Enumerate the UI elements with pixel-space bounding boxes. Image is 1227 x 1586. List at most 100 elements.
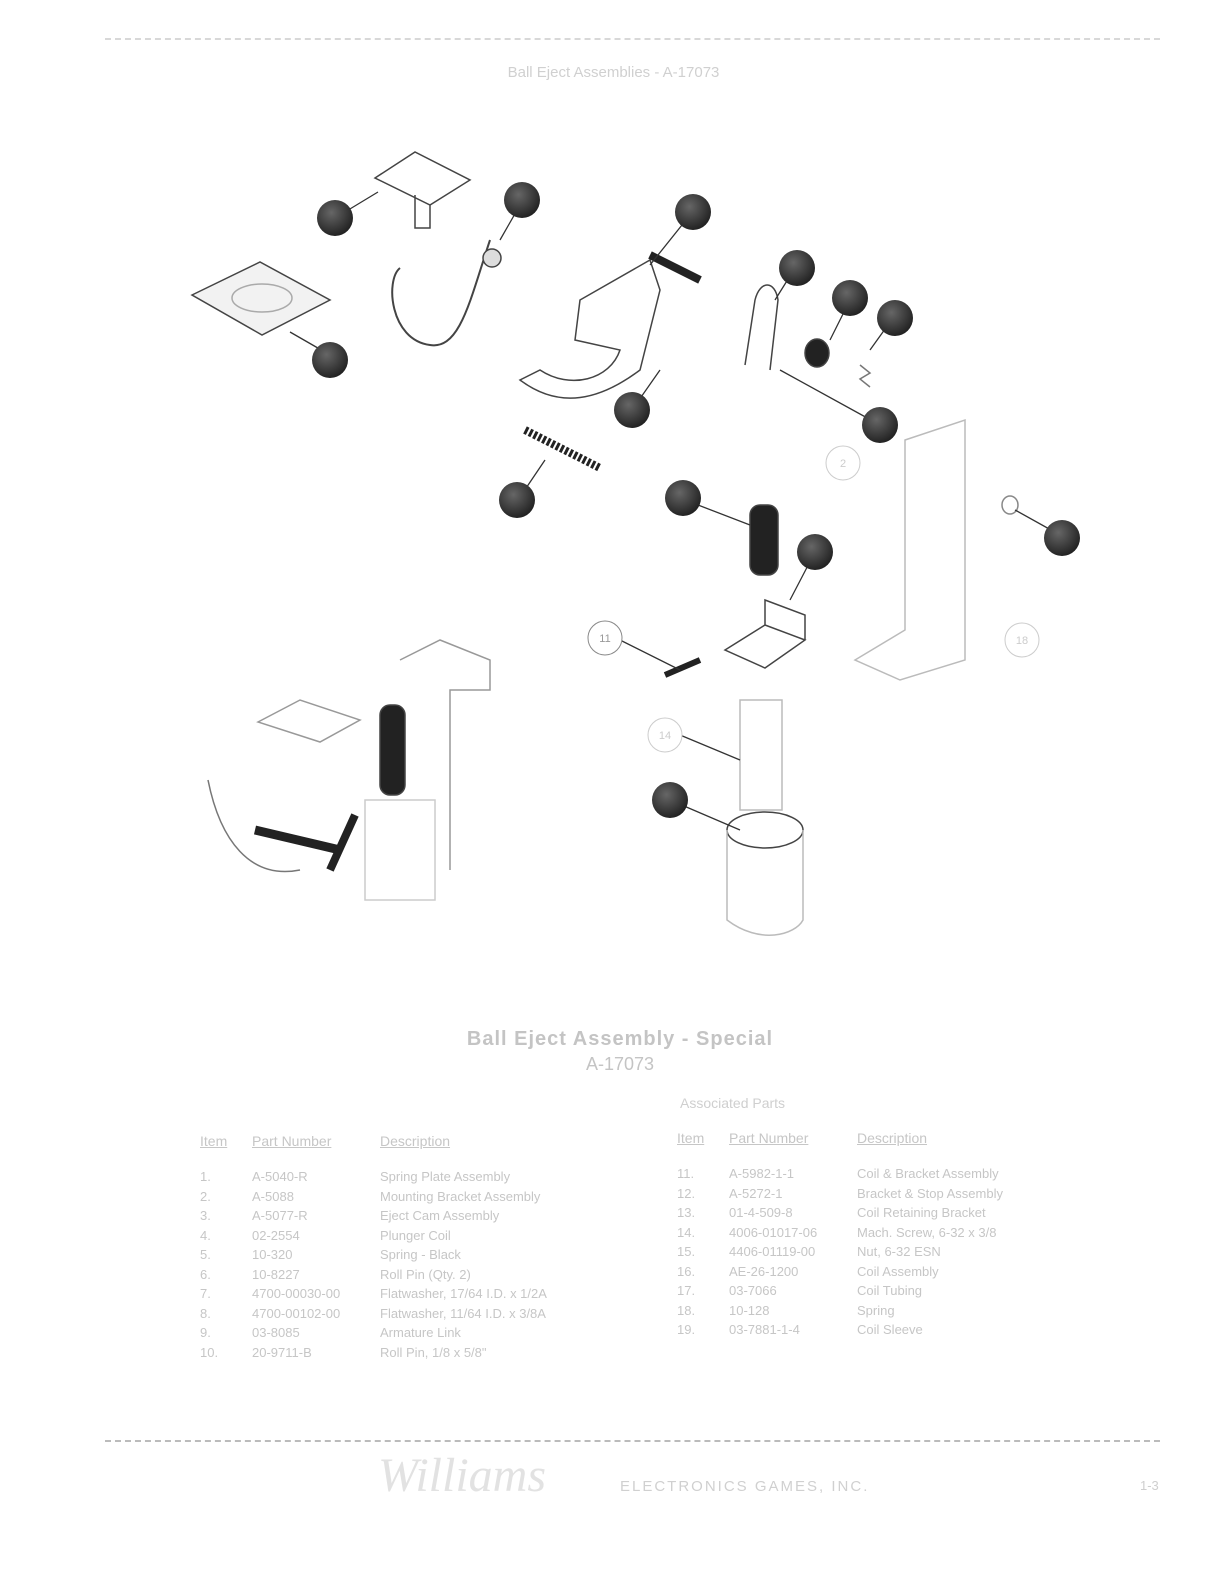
part-number: 10-8227 [252,1266,300,1282]
associated-parts-table: Item Part Number Description 11.A-5982-1… [677,1130,1003,1340]
page-title: Ball Eject Assemblies - A-17073 [507,64,720,81]
page-border-top [105,38,1160,40]
callout-marker [797,534,833,570]
item-number: 12. [677,1185,696,1201]
callout-marker [499,482,535,518]
part-description: Coil Assembly [857,1263,939,1279]
part-number: A-5982-1-1 [729,1166,795,1182]
item-number: 9. [200,1325,211,1341]
part-number: 4700-00030-00 [252,1286,341,1302]
callout-marker [832,280,868,316]
column-header: Part Number [729,1130,809,1146]
item-number: 18. [677,1302,696,1318]
item-number: 5. [200,1247,211,1263]
part-description: Roll Pin (Qty. 2) [380,1266,471,1282]
part-number: 01-4-509-8 [729,1205,793,1221]
callout-label: 11 [599,633,610,645]
exploded-assembly-drawing: 11 2 14 18 [190,151,1080,936]
callout-marker [862,407,898,443]
page-number: 1-3 [1140,1478,1159,1493]
part-number: 4006-01017-06 [729,1224,818,1240]
column-header: Description [857,1130,928,1146]
part-description: Bracket & Stop Assembly [857,1185,1003,1201]
callout-marker [652,782,688,818]
company-name: ELECTRONICS GAMES, INC. [620,1478,870,1495]
eject-cam-wire [391,239,491,347]
item-number: 13. [677,1205,696,1221]
table-row: 17. 03-7066 Coil Tubing [677,1281,1003,1301]
part-description: Spring Plate Assembly [380,1169,511,1185]
table-row: 7. 4700-00030-00 Flatwasher, 17/64 I.D. x … [200,1284,547,1304]
table-row: 4. 02-2554 Plunger Coil [200,1226,547,1246]
part-number: 10-320 [252,1247,293,1263]
item-number: 19. [677,1322,696,1338]
item-number: 1. [200,1169,211,1185]
part-description: Mach. Screw, 6-32 x 3/8 [857,1224,997,1240]
part-number: 10-128 [729,1302,770,1318]
part-number: 4700-00102-00 [252,1305,341,1321]
item-number: 15. [677,1244,696,1260]
page-border-bottom [105,1440,1160,1442]
spring-plate [190,261,332,336]
part-description: Eject Cam Assembly [380,1208,500,1224]
item-number: 16. [677,1263,696,1279]
part-description: Armature Link [380,1325,461,1341]
part-description: Coil Sleeve [857,1322,923,1338]
column-header: Part Number [252,1133,332,1149]
spring [523,426,602,472]
item-number: 2. [200,1188,211,1204]
part-description: Plunger Coil [380,1227,451,1243]
table-row: 14. 4006-01017-06 Mach. Screw, 6-32 x 3/8 [677,1223,1003,1243]
callout-label: 14 [659,730,671,742]
callout-marker [312,342,348,378]
callout-marker [504,182,540,218]
item-number: 4. [200,1227,211,1243]
part-number: 4406-01119-00 [729,1244,816,1260]
callout-marker [1044,520,1080,556]
part-description: Coil Tubing [857,1283,923,1299]
part-number: AE-26-1200 [729,1263,799,1279]
item-number: 10. [200,1344,219,1360]
associated-parts-label: Associated Parts [680,1095,786,1111]
table-row: 12. A-5272-1 Bracket & Stop Assembly [677,1184,1003,1204]
part-number: A-5272-1 [729,1185,783,1201]
callout-marker [614,392,650,428]
part-description: Flatwasher, 17/64 I.D. x 1/2A [380,1286,547,1302]
part-number: 03-7066 [729,1283,777,1299]
part-number: 20-9711-B [252,1344,312,1360]
callout-marker [779,250,815,286]
item-number: 7. [200,1286,211,1302]
table-row: 16. AE-26-1200 Coil Assembly [677,1262,1003,1282]
callout-markers [312,182,1080,818]
part-description: Roll Pin, 1/8 x 5/8" [380,1344,487,1360]
item-number: 17. [677,1283,696,1299]
callout-label: 18 [1016,635,1028,647]
item-number: 3. [200,1208,211,1224]
coil-bracket [853,418,966,681]
table-row: 18. 10-128 Spring [677,1301,1003,1321]
column-header: Item [200,1133,228,1149]
williams-logo: Williams [378,1449,547,1502]
bracket-stop [723,598,807,669]
item-number: 14. [677,1224,696,1240]
part-description: Coil Retaining Bracket [857,1205,986,1221]
callout-marker [675,194,711,230]
part-number: A-5088 [252,1188,294,1204]
eject-cam [518,258,661,399]
part-number: 02-2554 [252,1227,300,1243]
table-row: 10. 20-9711-B Roll Pin, 1/8 x 5/8" [200,1343,547,1363]
part-description: Spring [857,1302,895,1318]
table-row: 13. 01-4-509-8 Coil Retaining Bracket [677,1203,1003,1223]
item-number: 8. [200,1305,211,1321]
callout-marker [877,300,913,336]
